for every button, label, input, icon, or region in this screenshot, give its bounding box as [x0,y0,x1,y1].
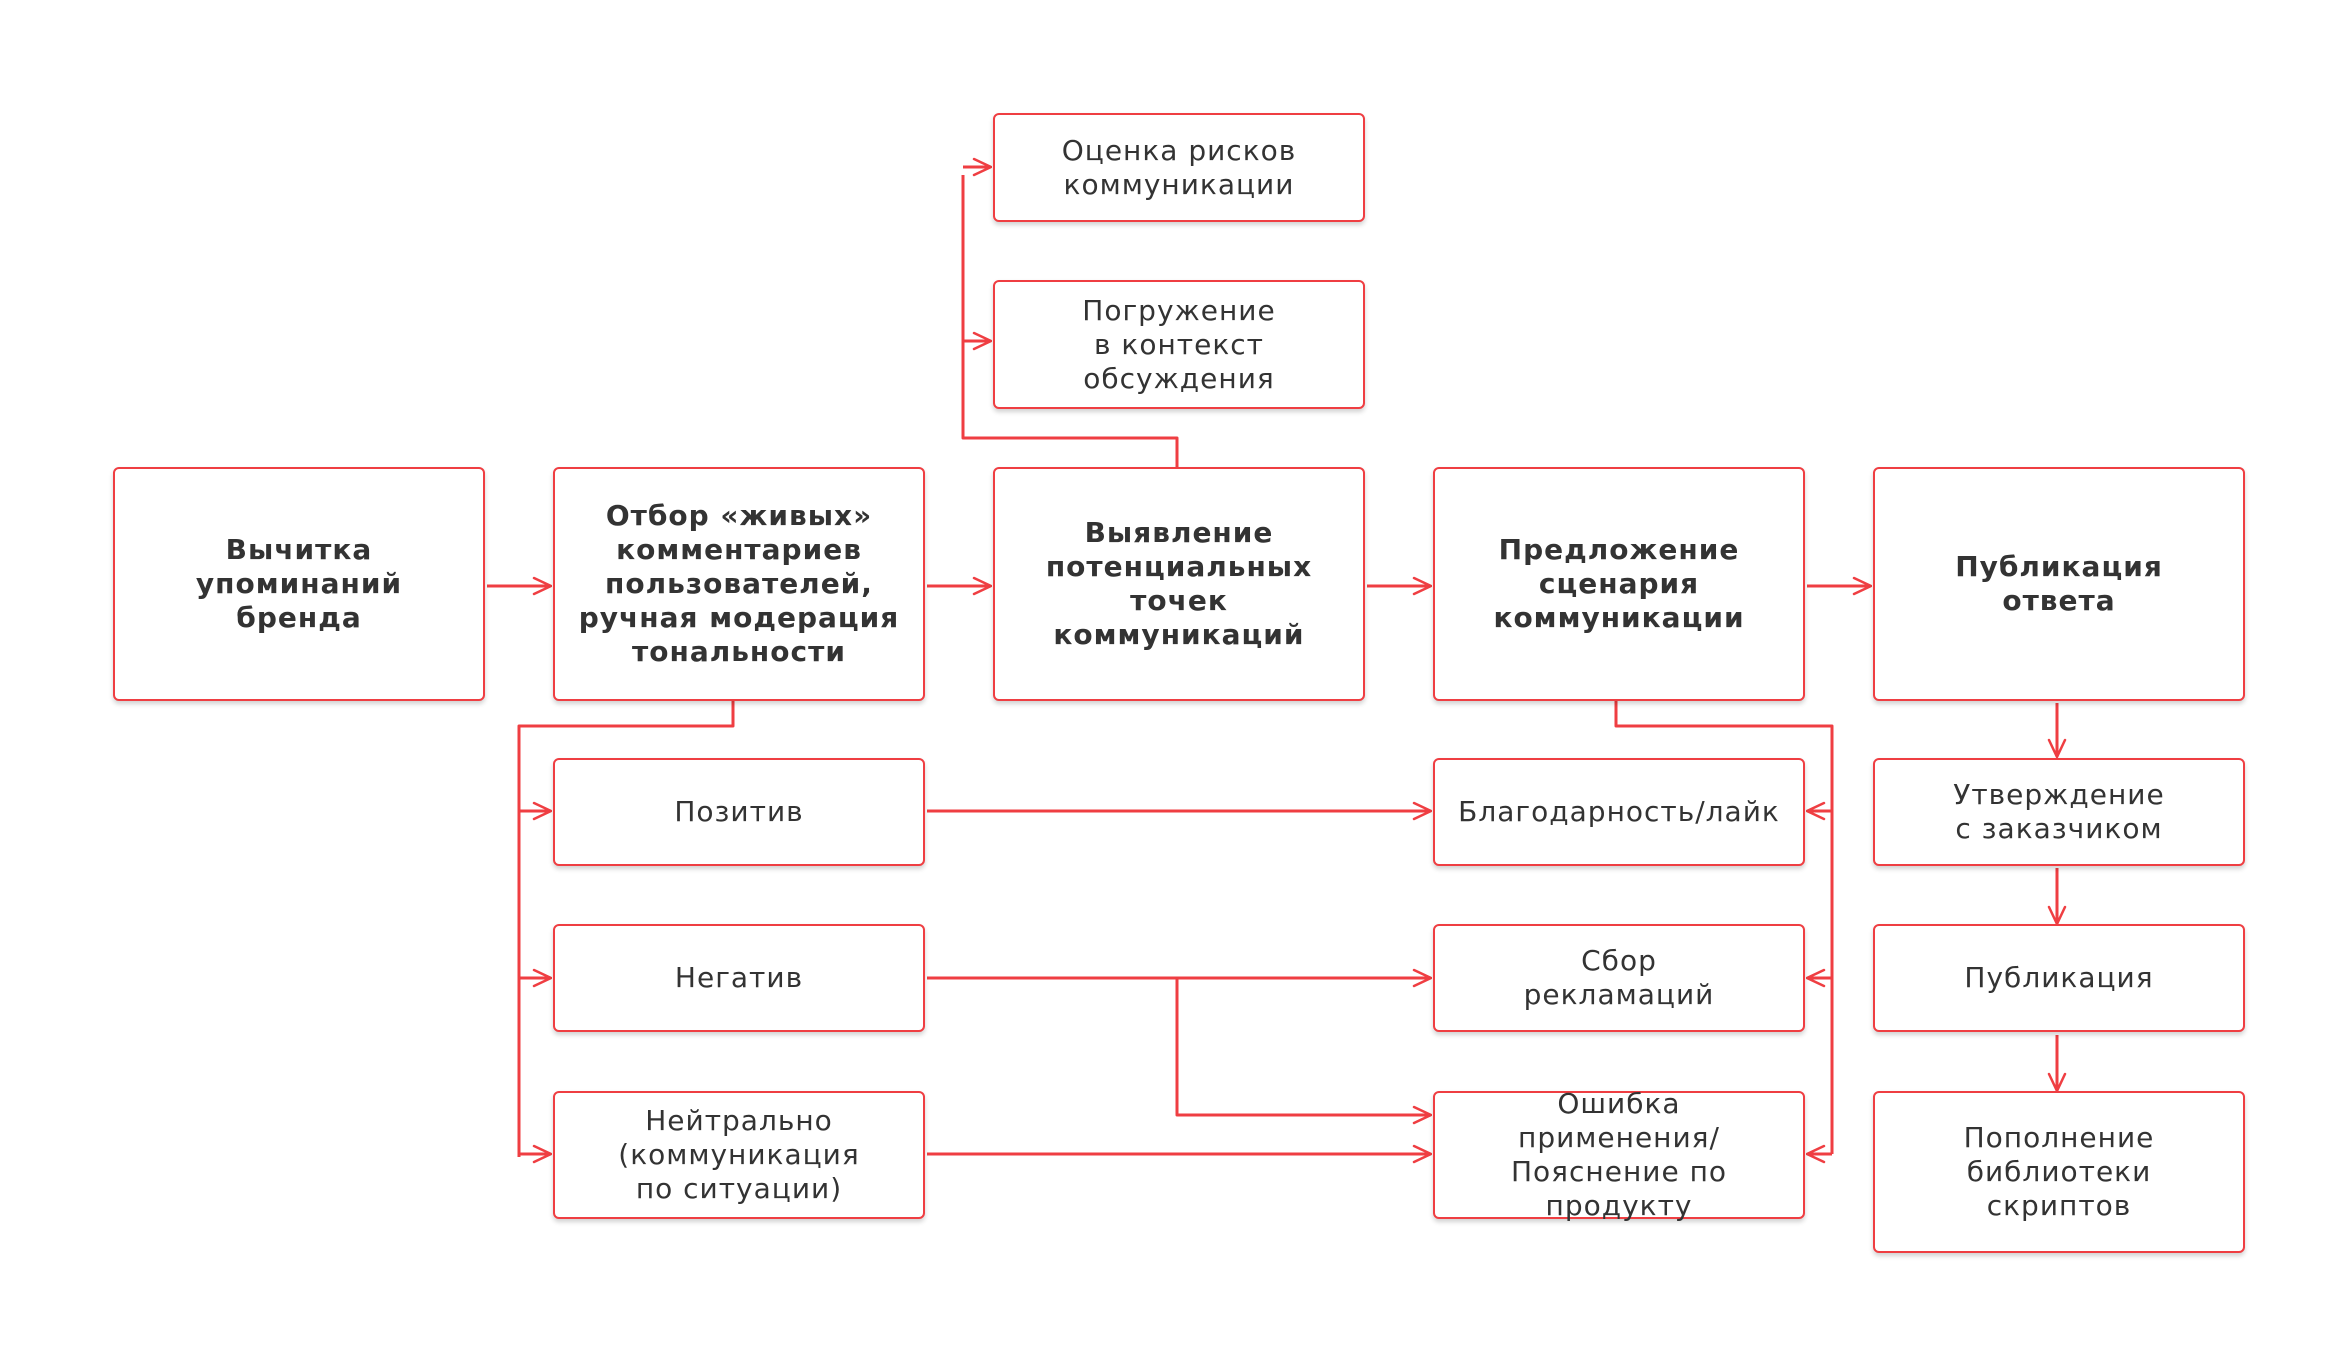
node-brand-reading: Вычитка упоминаний бренда [113,467,485,701]
node-risk-assessment: Оценка рисков коммуникации [993,113,1365,222]
node-thanks-like: Благодарность/лайк [1433,758,1805,866]
node-live-comments-selection: Отбор «живых» комментариев пользователей… [553,467,925,701]
line-touchpoints-up [961,175,1179,467]
node-context-dive: Погружение в контекст обсуждения [993,280,1365,409]
node-neutral: Нейтрально (коммуникация по ситуации) [553,1091,925,1219]
node-customer-approval: Утверждение с заказчиком [1873,758,2245,866]
node-claims-collection: Сбор рекламаций [1433,924,1805,1032]
node-touchpoints: Выявление потенциальных точек коммуникац… [993,467,1365,701]
line-scenario-down [1614,700,1834,1154]
node-scripts-library: Пополнение библиотеки скриптов [1873,1091,2245,1253]
node-positive: Позитив [553,758,925,866]
arrow-negative-to-error [1175,978,1431,1115]
node-publication: Публикация [1873,924,2245,1032]
node-publish-answer: Публикация ответа [1873,467,2245,701]
node-usage-error: Ошибка применения/ Пояснение по продукту [1433,1087,1805,1222]
line-selection-down [517,700,735,1157]
node-scenario-proposal: Предложение сценария коммуникации [1433,467,1805,701]
node-negative: Негатив [553,924,925,1032]
